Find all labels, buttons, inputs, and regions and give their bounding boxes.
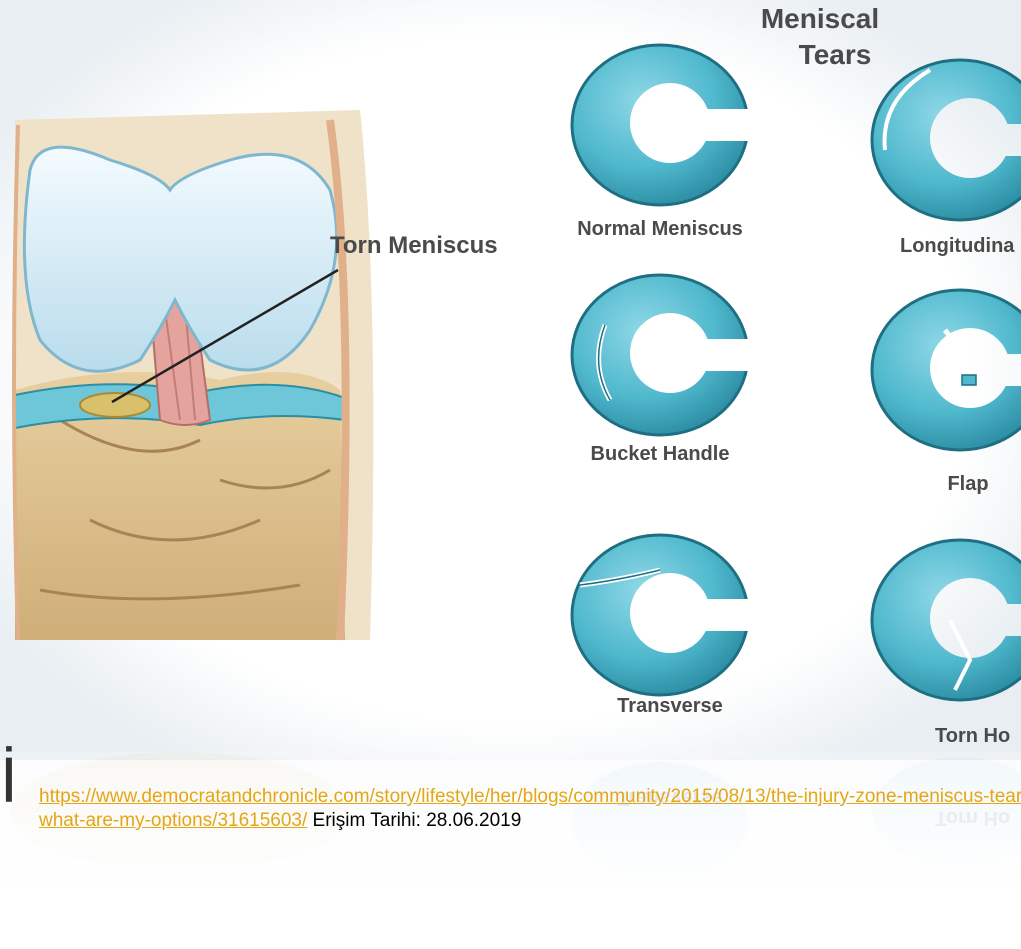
normal-meniscus-label: Normal Meniscus: [577, 218, 743, 240]
bucket-handle-label: Bucket Handle: [591, 443, 730, 465]
source-link[interactable]: https://www.democratandchronicle.com/sto…: [39, 786, 1021, 831]
torn-horizontal-label: Torn Ho: [935, 725, 1010, 747]
transverse-diagram: [572, 535, 748, 695]
torn-meniscus-label: Torn Meniscus: [330, 232, 498, 259]
flap-label: Flap: [947, 473, 988, 495]
figure-title-line1: Meniscal: [761, 3, 879, 34]
figure-reflection: Transverse Torn Ho: [0, 752, 1021, 949]
slide-text-fragment: İ: [0, 748, 18, 812]
source-citation: https://www.democratandchronicle.com/sto…: [39, 785, 1021, 833]
access-date: Erişim Tarihi: 28.06.2019: [307, 810, 521, 831]
knee-illustration: [14, 110, 373, 640]
longitudinal-label: Longitudina: [900, 235, 1015, 257]
normal-meniscus-diagram: [572, 45, 748, 205]
meniscal-tears-figure: Torn Meniscus Meniscal Tears Normal Meni…: [0, 0, 1021, 760]
transverse-label: Transverse: [617, 695, 723, 717]
bucket-handle-diagram: [572, 275, 748, 435]
figure-title-line2: Tears: [799, 39, 872, 70]
